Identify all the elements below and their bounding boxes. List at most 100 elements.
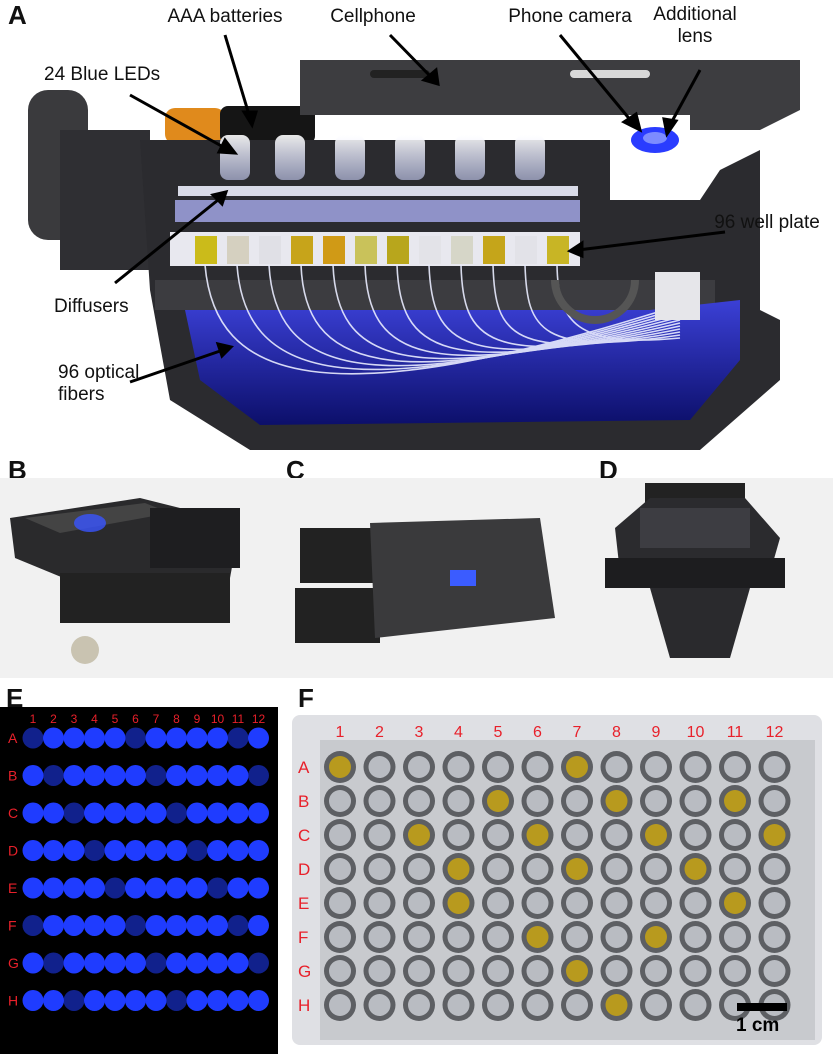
panel-f-column-label: 9 — [652, 724, 661, 741]
well-liquid — [645, 790, 667, 812]
well-liquid — [408, 756, 430, 778]
led-spot — [63, 840, 85, 861]
panel-e-row-label: B — [8, 768, 17, 784]
panel-f-column-label: 1 — [336, 724, 345, 741]
callout-additional-lens: Additional lens — [653, 4, 737, 47]
panel-e-row-label: C — [8, 805, 18, 821]
panel-e-column-label: 4 — [91, 712, 98, 726]
panel-e-column-label: 2 — [50, 712, 57, 726]
led-spot — [84, 765, 105, 786]
well-liquid — [329, 994, 351, 1016]
panel-e-column-label: 5 — [112, 712, 119, 726]
led-spot — [145, 840, 167, 861]
led-spot — [248, 727, 269, 749]
led-spot — [207, 727, 228, 749]
led-spot — [207, 877, 228, 899]
panel-f-row-label: B — [298, 792, 309, 811]
well-liquid — [724, 790, 746, 812]
well-liquid — [447, 926, 470, 948]
panel-f-column-label: 11 — [727, 724, 744, 741]
led-spot — [63, 952, 85, 974]
led-spot — [207, 765, 228, 786]
well-liquid — [487, 790, 509, 812]
panel-e-column-label: 3 — [71, 712, 78, 726]
well-liquid — [487, 960, 509, 982]
led-spot — [22, 765, 44, 786]
panel-f-letter: F — [298, 683, 314, 713]
callout-phone-camera: Phone camera — [508, 6, 632, 27]
well-liquid — [605, 790, 628, 812]
well-liquid — [368, 858, 391, 880]
led-spot — [207, 802, 228, 824]
led-spot — [43, 990, 64, 1011]
well-liquid — [684, 858, 707, 880]
well-liquid — [724, 756, 746, 778]
led-spot — [166, 877, 187, 899]
well-liquid — [684, 756, 707, 778]
led-spot — [63, 765, 85, 786]
panel-e-row-label: G — [8, 955, 19, 971]
well-liquid — [724, 858, 746, 880]
well-liquid — [447, 756, 470, 778]
led-spot — [22, 952, 44, 974]
well-liquid — [605, 756, 628, 778]
panel-f-column-label: 12 — [766, 724, 784, 741]
well-liquid — [684, 926, 707, 948]
panel-e-column-label: 6 — [132, 712, 139, 726]
led-spot — [125, 877, 146, 899]
led-spot — [125, 802, 146, 824]
battery-orange — [165, 108, 225, 144]
led-spot — [63, 727, 85, 749]
led-spot — [104, 990, 126, 1011]
well-liquid — [447, 858, 470, 880]
well-liquid — [329, 790, 351, 812]
led-spot — [248, 990, 269, 1011]
well-liquid — [684, 790, 707, 812]
panel-d-letter: D — [599, 455, 618, 485]
panel-b-photo — [10, 498, 240, 664]
well-liquid — [763, 960, 786, 982]
led-spot — [104, 765, 126, 786]
well-liquid — [605, 994, 628, 1016]
well-liquid — [684, 994, 707, 1016]
led-spot — [145, 952, 167, 974]
well-liquid — [329, 756, 351, 778]
panel-a-device-illustration — [28, 33, 800, 450]
led-spot — [166, 990, 187, 1011]
led-spot — [248, 877, 269, 899]
led-spot — [43, 915, 64, 936]
led-spot — [248, 765, 269, 786]
well-liquid — [566, 926, 588, 948]
well-liquid — [526, 824, 549, 846]
well-liquid — [329, 892, 351, 914]
led-spot — [125, 990, 146, 1011]
well-liquid — [684, 892, 707, 914]
well-liquid — [368, 790, 391, 812]
well-liquid — [526, 994, 549, 1016]
well-liquid — [447, 994, 470, 1016]
panel-e-row-label: E — [8, 880, 17, 896]
well-liquid — [368, 926, 391, 948]
led-spot — [145, 765, 167, 786]
panel-f-row-label: E — [298, 894, 309, 913]
well-liquid — [487, 858, 509, 880]
well-liquid — [605, 858, 628, 880]
panel-e-row-label: F — [8, 918, 17, 934]
well-liquid — [526, 960, 549, 982]
led-spot — [248, 952, 269, 974]
well-liquid — [368, 960, 391, 982]
well-liquid — [645, 756, 667, 778]
well-liquid — [447, 960, 470, 982]
led-spot — [22, 727, 44, 749]
led-spot — [227, 765, 249, 786]
panel-c-photo — [295, 518, 555, 643]
well-liquid — [566, 960, 588, 982]
well-liquid — [329, 858, 351, 880]
led-spot — [207, 915, 228, 936]
led-spot — [166, 915, 187, 936]
led-spot — [125, 840, 146, 861]
panel-b-letter: B — [8, 455, 27, 485]
well-liquid — [487, 824, 509, 846]
